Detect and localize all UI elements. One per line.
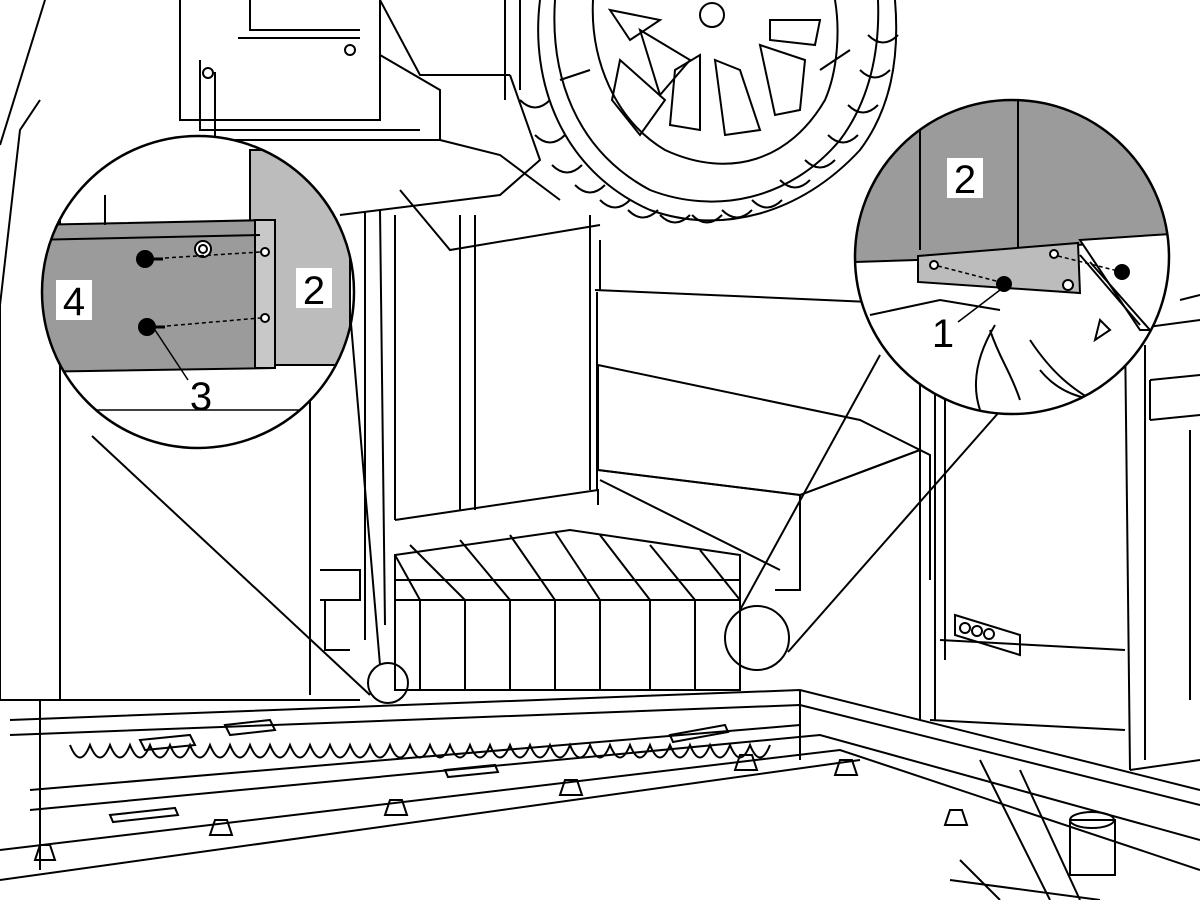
left-zoom-origin-circle — [367, 662, 409, 704]
left-zoom-detail: 4 2 3 — [40, 134, 356, 450]
callout-label-3: 3 — [190, 375, 212, 419]
tool-changer-carousel — [504, 0, 899, 224]
right-zoom-leader — [724, 354, 1001, 671]
callout-label-4: 4 — [63, 280, 85, 324]
callout-label-1: 1 — [932, 312, 954, 356]
label-2-right-background — [947, 158, 983, 198]
callout-label-2-left: 2 — [303, 269, 325, 313]
left-zoom-leader — [91, 299, 409, 704]
label-4-background — [56, 280, 92, 320]
right-zoom-origin-circle — [724, 605, 790, 671]
right-zoom-detail: 2 1 — [853, 98, 1171, 416]
callout-label-2-right: 2 — [954, 158, 976, 202]
label-2-left-background — [296, 268, 332, 308]
